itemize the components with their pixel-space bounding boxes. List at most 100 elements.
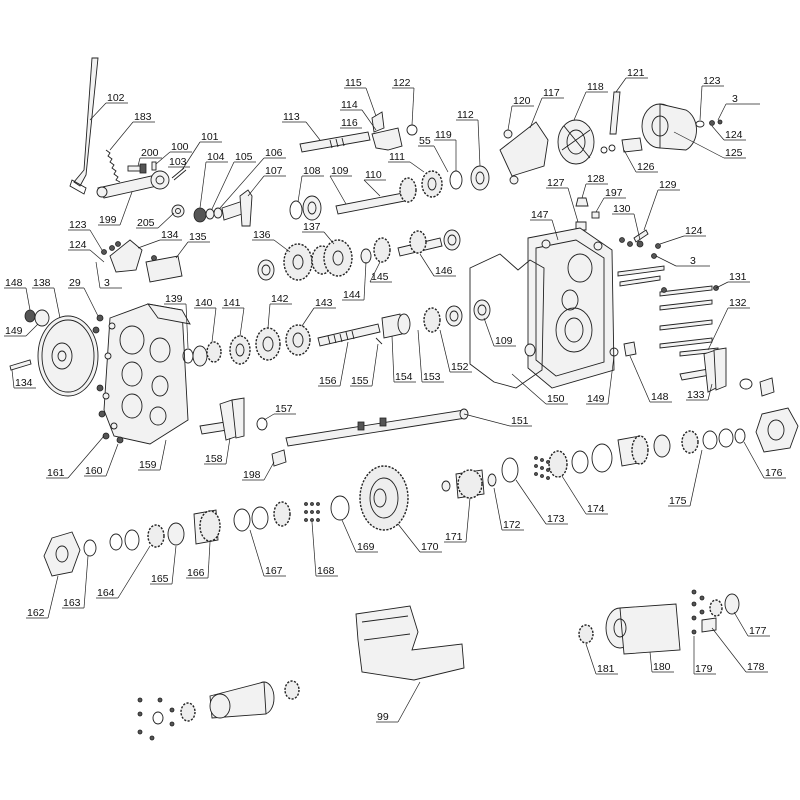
callout-label-128: 128 — [587, 173, 605, 185]
shaft-assembly-104-107 — [193, 189, 253, 227]
callout-127: 127 — [546, 177, 579, 223]
callout-label-167: 167 — [265, 565, 283, 577]
callout-label-134l: 134 — [15, 377, 33, 389]
washer-130 — [636, 240, 644, 248]
breather-128 — [575, 197, 589, 207]
callout-label-100: 100 — [171, 141, 189, 153]
callout-106: 106 — [219, 147, 286, 209]
callout-119: 119 — [434, 129, 457, 171]
balls-168 — [304, 502, 320, 522]
callout-label-130: 130 — [613, 203, 631, 215]
callout-label-138: 138 — [33, 277, 51, 289]
callouts: 102 183 200 100 103 101 199 205 104 105 … — [4, 67, 786, 723]
bearings-175 — [653, 428, 746, 458]
callout-label-151: 151 — [511, 415, 529, 427]
brake-assembly-118 — [557, 119, 595, 165]
axle-housing-180 — [605, 603, 681, 655]
callout-label-102: 102 — [107, 92, 125, 104]
callout-label-119: 119 — [435, 129, 452, 141]
callout-136: 136 — [252, 229, 291, 253]
bolt-124 — [709, 120, 715, 126]
callout-label-125: 125 — [725, 147, 743, 159]
bolt-129 — [633, 229, 649, 243]
callout-173: 173 — [515, 479, 568, 525]
callout-154: 154 — [391, 335, 416, 383]
callout-label-112: 112 — [457, 109, 474, 121]
callout-label-143: 143 — [315, 297, 333, 309]
callout-198: 198 — [242, 461, 275, 481]
callout-179: 179 — [693, 636, 716, 675]
washer-205 — [171, 204, 185, 218]
gear-141 — [229, 335, 251, 365]
callout-label-137: 137 — [303, 221, 321, 233]
callout-label-29: 29 — [69, 277, 81, 289]
callout-label-3r: 3 — [690, 255, 696, 267]
callout-103: 103 — [168, 156, 190, 168]
callout-label-99: 99 — [377, 711, 389, 723]
callout-label-124r: 124 — [685, 225, 703, 237]
detent-spring-115 — [371, 111, 385, 133]
brake-drum-125 — [641, 103, 697, 151]
spring-183 — [105, 149, 121, 183]
key-155 — [375, 337, 383, 345]
callout-label-157: 157 — [275, 403, 293, 415]
callout-108: 108 — [297, 165, 324, 203]
callout-124l: 124 — [68, 239, 105, 263]
callout-133: 133 — [686, 383, 713, 401]
callout-label-148l: 148 — [5, 277, 23, 289]
callout-label-123t: 123 — [703, 75, 721, 87]
callout-label-163: 163 — [63, 597, 81, 609]
cam-126 — [600, 137, 643, 154]
callout-label-116: 116 — [341, 117, 358, 129]
callout-148l: 148 — [4, 277, 31, 311]
callout-label-178: 178 — [747, 661, 765, 673]
callout-label-3t: 3 — [732, 93, 738, 105]
bearing-112 — [470, 165, 490, 191]
plug-148 — [623, 341, 637, 357]
callout-159: 159 — [138, 439, 167, 471]
callout-label-153: 153 — [423, 371, 441, 383]
callout-label-55: 55 — [419, 135, 431, 147]
callout-117: 117 — [529, 87, 564, 129]
callout-label-154: 154 — [395, 371, 413, 383]
callout-160: 160 — [84, 443, 119, 477]
main-shaft-151 — [285, 408, 469, 447]
callout-180: 180 — [649, 651, 674, 673]
callout-124r: 124 — [659, 225, 706, 245]
callout-label-114: 114 — [341, 99, 358, 111]
gear-137 — [311, 239, 353, 277]
callout-102: 102 — [89, 92, 128, 121]
callout-148r: 148 — [629, 355, 672, 403]
callout-label-147: 147 — [531, 209, 549, 221]
callout-label-140: 140 — [195, 297, 213, 309]
callout-label-177: 177 — [749, 625, 767, 637]
callout-122: 122 — [392, 77, 415, 126]
callout-115: 115 — [344, 77, 377, 117]
plug-198 — [271, 449, 287, 467]
callout-99: 99 — [376, 681, 421, 723]
callout-124t: 124 — [711, 125, 746, 141]
callout-label-107: 107 — [265, 165, 283, 177]
callout-label-110: 110 — [365, 169, 382, 181]
callout-label-126: 126 — [637, 161, 655, 173]
callout-label-129: 129 — [659, 179, 677, 191]
bearing-165 — [167, 522, 185, 546]
callout-label-144: 144 — [343, 289, 361, 301]
callout-161: 161 — [46, 435, 105, 479]
bolt-200 — [127, 163, 147, 174]
callout-label-174: 174 — [587, 503, 605, 515]
gear-144-145 — [360, 237, 391, 264]
callout-label-164: 164 — [97, 587, 115, 599]
callout-200: 200 — [137, 147, 162, 167]
callout-label-132: 132 — [729, 297, 747, 309]
callout-label-181: 181 — [597, 663, 615, 675]
callout-120: 120 — [507, 95, 534, 131]
callout-label-166: 166 — [187, 567, 205, 579]
callout-label-168: 168 — [317, 565, 335, 577]
callout-177: 177 — [733, 611, 770, 637]
large-gear-170 — [359, 465, 409, 531]
callout-131: 131 — [715, 271, 750, 289]
callout-111: 111 — [388, 151, 425, 173]
callout-label-104: 104 — [207, 151, 225, 163]
callout-134t: 134 — [137, 229, 182, 249]
